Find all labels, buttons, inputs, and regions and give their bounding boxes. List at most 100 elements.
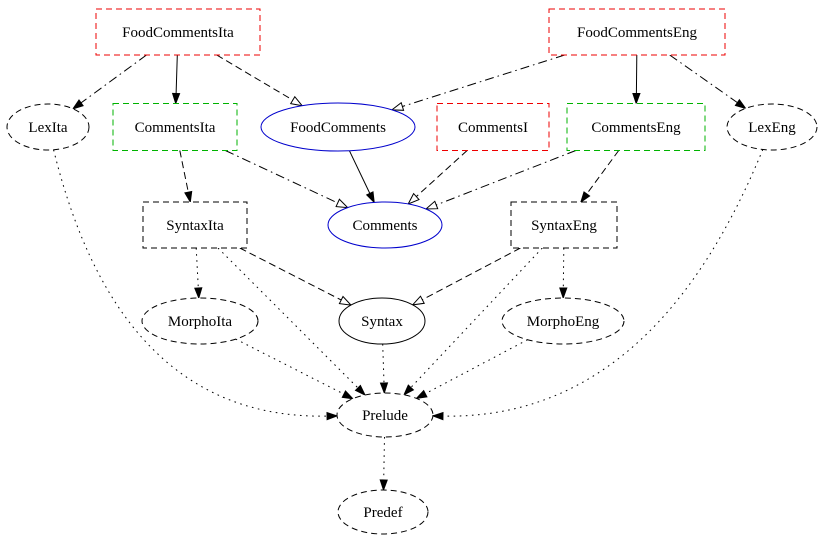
ellipse-outline: [6, 103, 90, 151]
edge-line: [235, 338, 345, 395]
edge-line: [415, 150, 468, 197]
ellipse-outline: [338, 297, 426, 345]
node-Predef: Predef: [337, 489, 429, 535]
edge-line: [53, 149, 328, 417]
edge-line: [562, 247, 565, 289]
edge-line: [669, 54, 738, 104]
node-label: SyntaxIta: [166, 218, 224, 234]
edge-SyntaxIta-MorphoIta: [194, 247, 203, 300]
edge-line: [216, 54, 294, 101]
node-label: LexIta: [28, 120, 67, 136]
filled-arrowhead-icon: [379, 479, 388, 492]
filled-arrowhead-icon: [184, 190, 193, 204]
edge-line: [410, 247, 543, 388]
node-CommentsI: CommentsI: [436, 103, 550, 151]
edge-FoodCommentsEng-CommentsEng: [632, 54, 641, 106]
ellipse-outline: [141, 297, 259, 345]
rect-outline: [510, 201, 618, 249]
filled-arrowhead-icon: [734, 98, 747, 110]
node-label: FoodCommentsIta: [122, 25, 234, 41]
ellipse-outline: [726, 103, 818, 151]
node-LexIta: LexIta: [6, 103, 90, 151]
ellipse-outline: [337, 489, 429, 535]
edge-line: [586, 150, 620, 195]
open-arrowhead-icon: [338, 295, 353, 306]
edge-LexEng-Prelude: [431, 149, 764, 421]
node-label: FoodCommentsEng: [577, 25, 698, 41]
node-FoodComments: FoodComments: [260, 102, 416, 152]
edge-FoodCommentsEng-FoodComments: [390, 54, 565, 111]
edge-line: [383, 436, 385, 481]
rect-outline: [95, 8, 261, 56]
edge-line: [402, 54, 565, 107]
open-arrowhead-icon: [390, 101, 405, 111]
edge-line: [382, 343, 385, 384]
node-label: SyntaxEng: [531, 218, 597, 234]
edge-line: [442, 149, 764, 417]
edge-FoodCommentsIta-CommentsIta: [171, 54, 181, 106]
ellipse-outline: [501, 297, 625, 345]
node-label: FoodComments: [290, 120, 386, 136]
rect-outline: [566, 103, 706, 151]
node-SyntaxEng: SyntaxEng: [510, 201, 618, 249]
node-CommentsIta: CommentsIta: [112, 103, 238, 151]
edge-line: [217, 247, 359, 389]
rect-outline: [142, 201, 248, 249]
filled-arrowhead-icon: [341, 390, 355, 400]
edge-SyntaxIta-Prelude: [217, 247, 367, 397]
node-Comments: Comments: [327, 201, 443, 249]
edge-SyntaxEng-Syntax: [411, 247, 521, 306]
node-Syntax: Syntax: [338, 297, 426, 345]
edge-CommentsI-Comments: [407, 150, 468, 205]
filled-arrowhead-icon: [171, 92, 181, 106]
filled-arrowhead-icon: [326, 411, 339, 421]
filled-arrowhead-icon: [580, 191, 591, 204]
edge-line: [436, 150, 576, 206]
edge-CommentsEng-Comments: [424, 150, 576, 210]
edge-line: [225, 150, 339, 204]
filled-arrowhead-icon: [365, 191, 375, 204]
filled-arrowhead-icon: [71, 99, 84, 110]
node-label: Comments: [352, 218, 417, 234]
filled-arrowhead-icon: [194, 287, 203, 300]
node-label: Prelude: [362, 408, 408, 424]
edge-line: [422, 247, 521, 301]
edge-FoodComments-Comments: [348, 150, 375, 204]
open-arrowhead-icon: [424, 200, 439, 210]
edge-Prelude-Predef: [379, 436, 388, 492]
edge-CommentsIta-Comments: [225, 150, 350, 209]
open-arrowhead-icon: [335, 198, 350, 209]
filled-arrowhead-icon: [559, 287, 568, 300]
edge-FoodCommentsIta-LexIta: [71, 54, 147, 110]
edge-line: [179, 150, 189, 193]
edge-MorphoIta-Prelude: [235, 338, 355, 400]
node-label: CommentsIta: [135, 120, 216, 136]
node-label: CommentsEng: [591, 120, 681, 136]
edge-line: [425, 339, 528, 395]
node-SyntaxIta: SyntaxIta: [142, 201, 248, 249]
edge-LexIta-Prelude: [53, 149, 339, 421]
edge-Syntax-Prelude: [379, 343, 389, 395]
node-CommentsEng: CommentsEng: [566, 103, 706, 151]
node-LexEng: LexEng: [726, 103, 818, 151]
edge-SyntaxIta-Syntax: [239, 247, 353, 306]
edge-line: [175, 54, 178, 94]
node-label: LexEng: [748, 120, 796, 136]
node-MorphoEng: MorphoEng: [501, 297, 625, 345]
node-label: Syntax: [361, 314, 403, 330]
node-FoodCommentsEng: FoodCommentsEng: [548, 8, 726, 56]
edge-CommentsEng-SyntaxEng: [580, 150, 620, 204]
node-label: CommentsI: [458, 120, 528, 136]
ellipse-outline: [327, 201, 443, 249]
open-arrowhead-icon: [407, 192, 420, 205]
node-label: MorphoEng: [527, 314, 600, 330]
ellipse-outline: [260, 102, 416, 152]
edge-MorphoEng-Prelude: [415, 339, 528, 400]
edge-line: [195, 247, 199, 289]
filled-arrowhead-icon: [379, 382, 389, 395]
open-arrowhead-icon: [411, 295, 425, 306]
edge-line: [80, 54, 147, 104]
node-label: Predef: [363, 505, 402, 521]
